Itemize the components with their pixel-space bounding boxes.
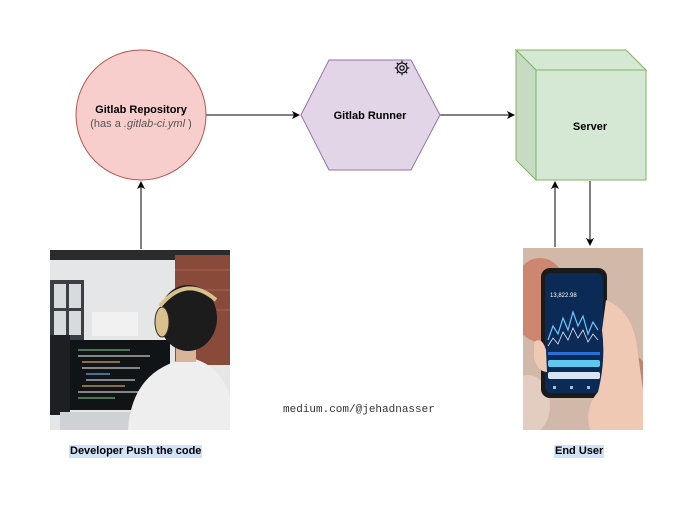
server-node: Server bbox=[514, 48, 648, 182]
credit-text: medium.com/@jehadnasser bbox=[283, 404, 435, 416]
gitlab-repository-node: Gitlab Repository (has a .gitlab-ci.yml … bbox=[75, 49, 207, 181]
gitlab-runner-node: Gitlab Runner bbox=[300, 59, 441, 171]
developer-photo bbox=[50, 250, 230, 430]
repository-note: (has a .gitlab-ci.yml ) bbox=[90, 118, 192, 130]
developer-caption: Developer Push the code bbox=[69, 445, 203, 458]
svg-text:13,822.98: 13,822.98 bbox=[550, 293, 577, 299]
runner-title: Gitlab Runner bbox=[334, 110, 407, 122]
end-user-caption: End User bbox=[554, 445, 605, 458]
gear-icon bbox=[394, 60, 410, 76]
repository-title: Gitlab Repository bbox=[95, 104, 188, 116]
phone-photo: 13,822.98 bbox=[523, 248, 643, 430]
server-title: Server bbox=[573, 121, 608, 133]
